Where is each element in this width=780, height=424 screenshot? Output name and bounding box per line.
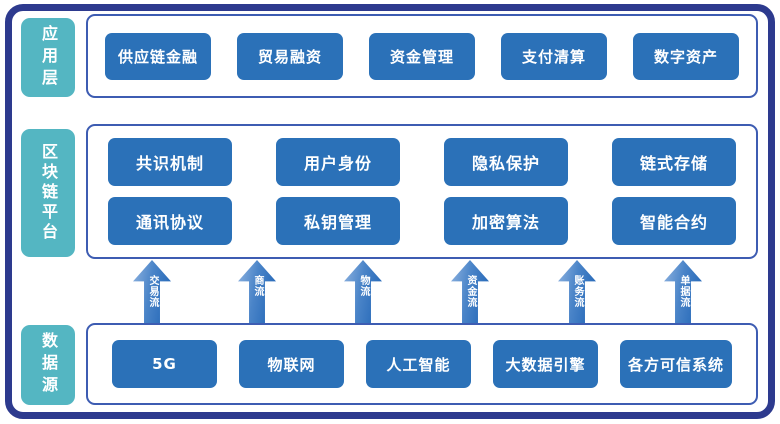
node-private-key-management: 私钥管理: [276, 197, 400, 245]
flow-arrows: 交易流 商流 物流 资金流 账务流 单据流: [86, 260, 758, 324]
node-artificial-intelligence: 人工智能: [365, 340, 471, 388]
node-communication-protocol: 通讯协议: [108, 197, 232, 245]
node-smart-contract: 智能合约: [612, 197, 736, 245]
node-big-data-engine: 大数据引擎: [492, 340, 598, 388]
node-fund-management: 资金管理: [369, 32, 475, 80]
arrow-label-capital-flow: 资金流: [465, 275, 476, 308]
arrow-label-logistics-flow: 物流: [358, 275, 369, 297]
blockchain-row-1: 共识机制 用户身份 隐私保护 链式存储: [108, 138, 736, 186]
arrow-label-transaction-flow: 交易流: [147, 275, 158, 308]
arrow-up-business-flow-icon: 商流: [238, 260, 276, 323]
arrow-label-accounting-flow: 账务流: [572, 275, 583, 308]
layer-label-blockchain-platform: 区块链平台: [21, 129, 75, 257]
node-privacy-protection: 隐私保护: [444, 138, 568, 186]
node-supply-chain-finance: 供应链金融: [105, 32, 211, 80]
node-chain-storage: 链式存储: [612, 138, 736, 186]
node-5g: 5G: [111, 340, 217, 388]
node-trusted-systems: 各方可信系统: [619, 340, 732, 388]
node-consensus-mechanism: 共识机制: [108, 138, 232, 186]
arrow-label-business-flow: 商流: [252, 275, 263, 297]
node-encryption-algorithm: 加密算法: [444, 197, 568, 245]
blockchain-row-2: 通讯协议 私钥管理 加密算法 智能合约: [108, 197, 736, 245]
arrow-label-document-flow: 单据流: [678, 275, 689, 308]
arrow-up-transaction-flow-icon: 交易流: [133, 260, 171, 323]
arrow-up-accounting-flow-icon: 账务流: [558, 260, 596, 323]
layer-label-data-source: 数据源: [21, 325, 75, 405]
node-digital-assets: 数字资产: [633, 32, 739, 80]
layer-label-application: 应用层: [21, 18, 75, 97]
blockchain-platform-box: 共识机制 用户身份 隐私保护 链式存储 通讯协议 私钥管理 加密算法 智能合约: [86, 124, 758, 259]
node-iot: 物联网: [238, 340, 344, 388]
arrow-up-capital-flow-icon: 资金流: [451, 260, 489, 323]
application-layer-box: 供应链金融 贸易融资 资金管理 支付清算 数字资产: [86, 14, 758, 98]
arrow-up-logistics-flow-icon: 物流: [344, 260, 382, 323]
node-payment-clearing: 支付清算: [501, 32, 607, 80]
node-trade-finance: 贸易融资: [237, 32, 343, 80]
data-source-box: 5G 物联网 人工智能 大数据引擎 各方可信系统: [86, 323, 758, 405]
arrow-up-document-flow-icon: 单据流: [664, 260, 702, 323]
node-user-identity: 用户身份: [276, 138, 400, 186]
